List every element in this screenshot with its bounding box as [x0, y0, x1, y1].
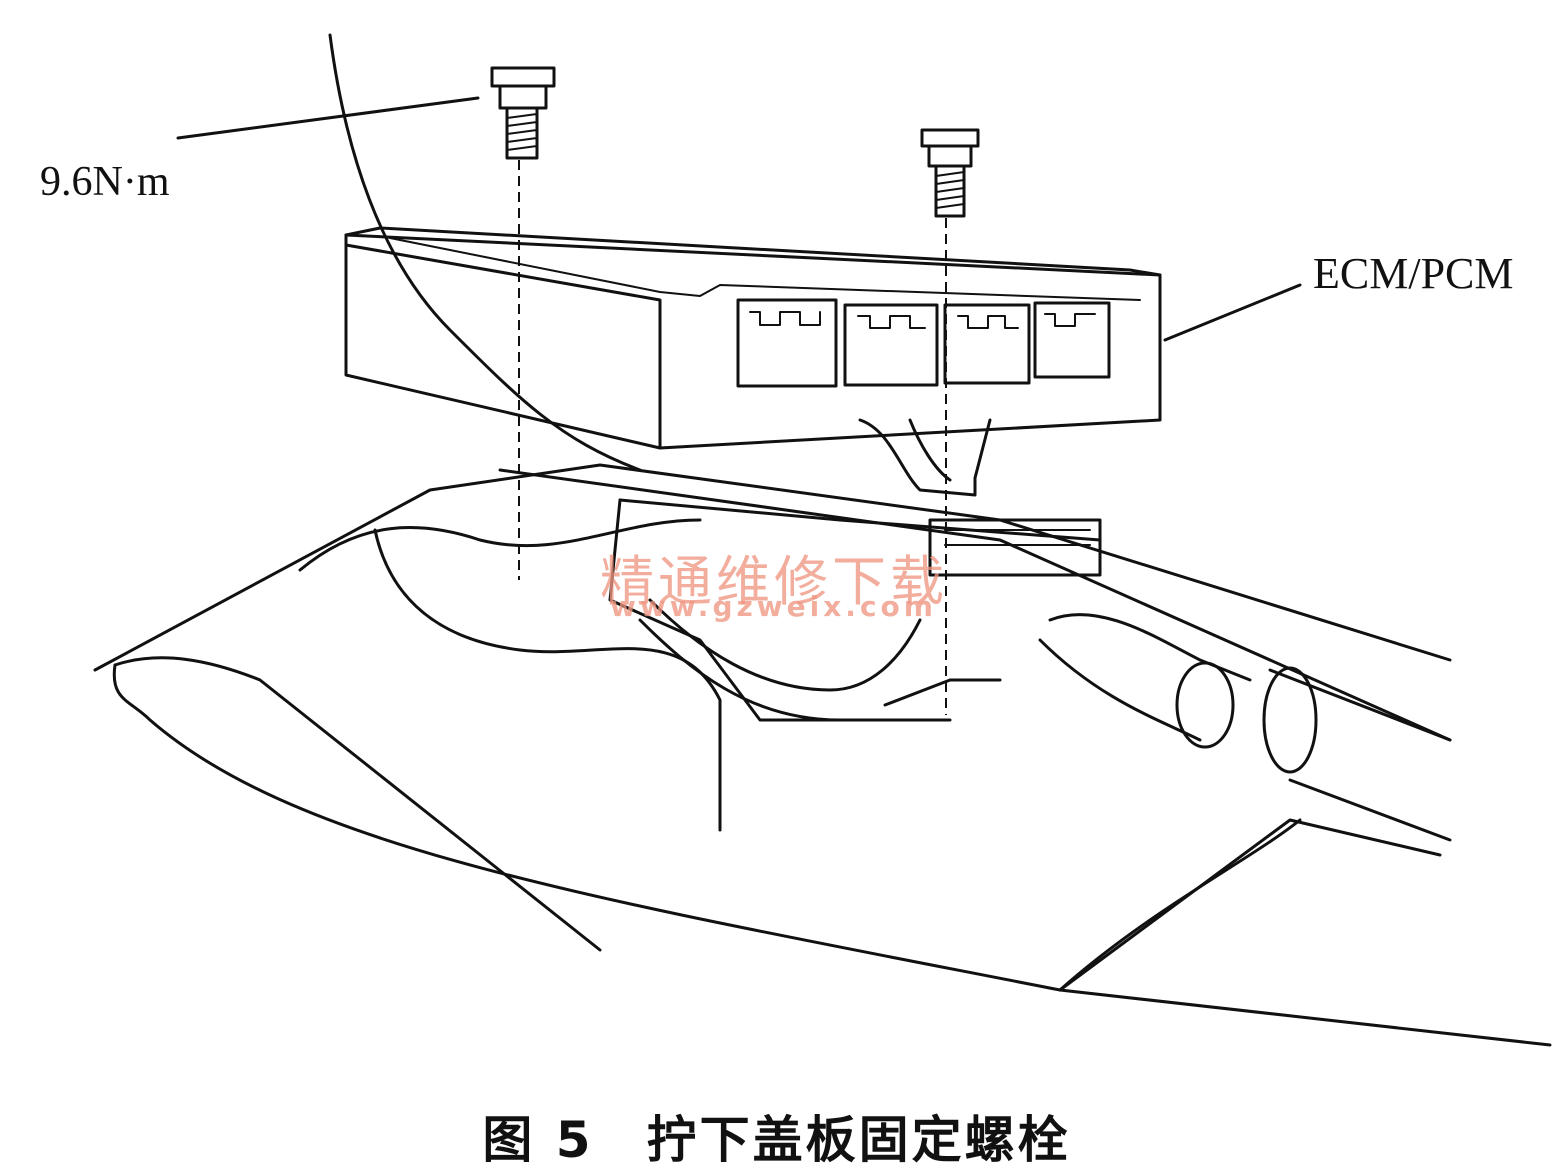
watermark-text: 精通维修下载 [600, 550, 948, 613]
ecm-pcm-label: ECM/PCM [1313, 249, 1514, 298]
wire-harness [638, 518, 1452, 842]
figure-caption: 图 5 拧下盖板固定螺栓 [482, 1111, 1071, 1169]
ecm-pcm-unit [344, 226, 1162, 497]
harness-curve-line [328, 33, 642, 472]
bolt-icon [490, 66, 556, 160]
torque-label: 9.6N·m [40, 159, 170, 205]
ecm-leader-line [1163, 283, 1302, 342]
bolt-icon [920, 128, 980, 218]
watermark-url: www.gzweix.com [610, 590, 937, 623]
bolt-leader-line [176, 96, 480, 140]
